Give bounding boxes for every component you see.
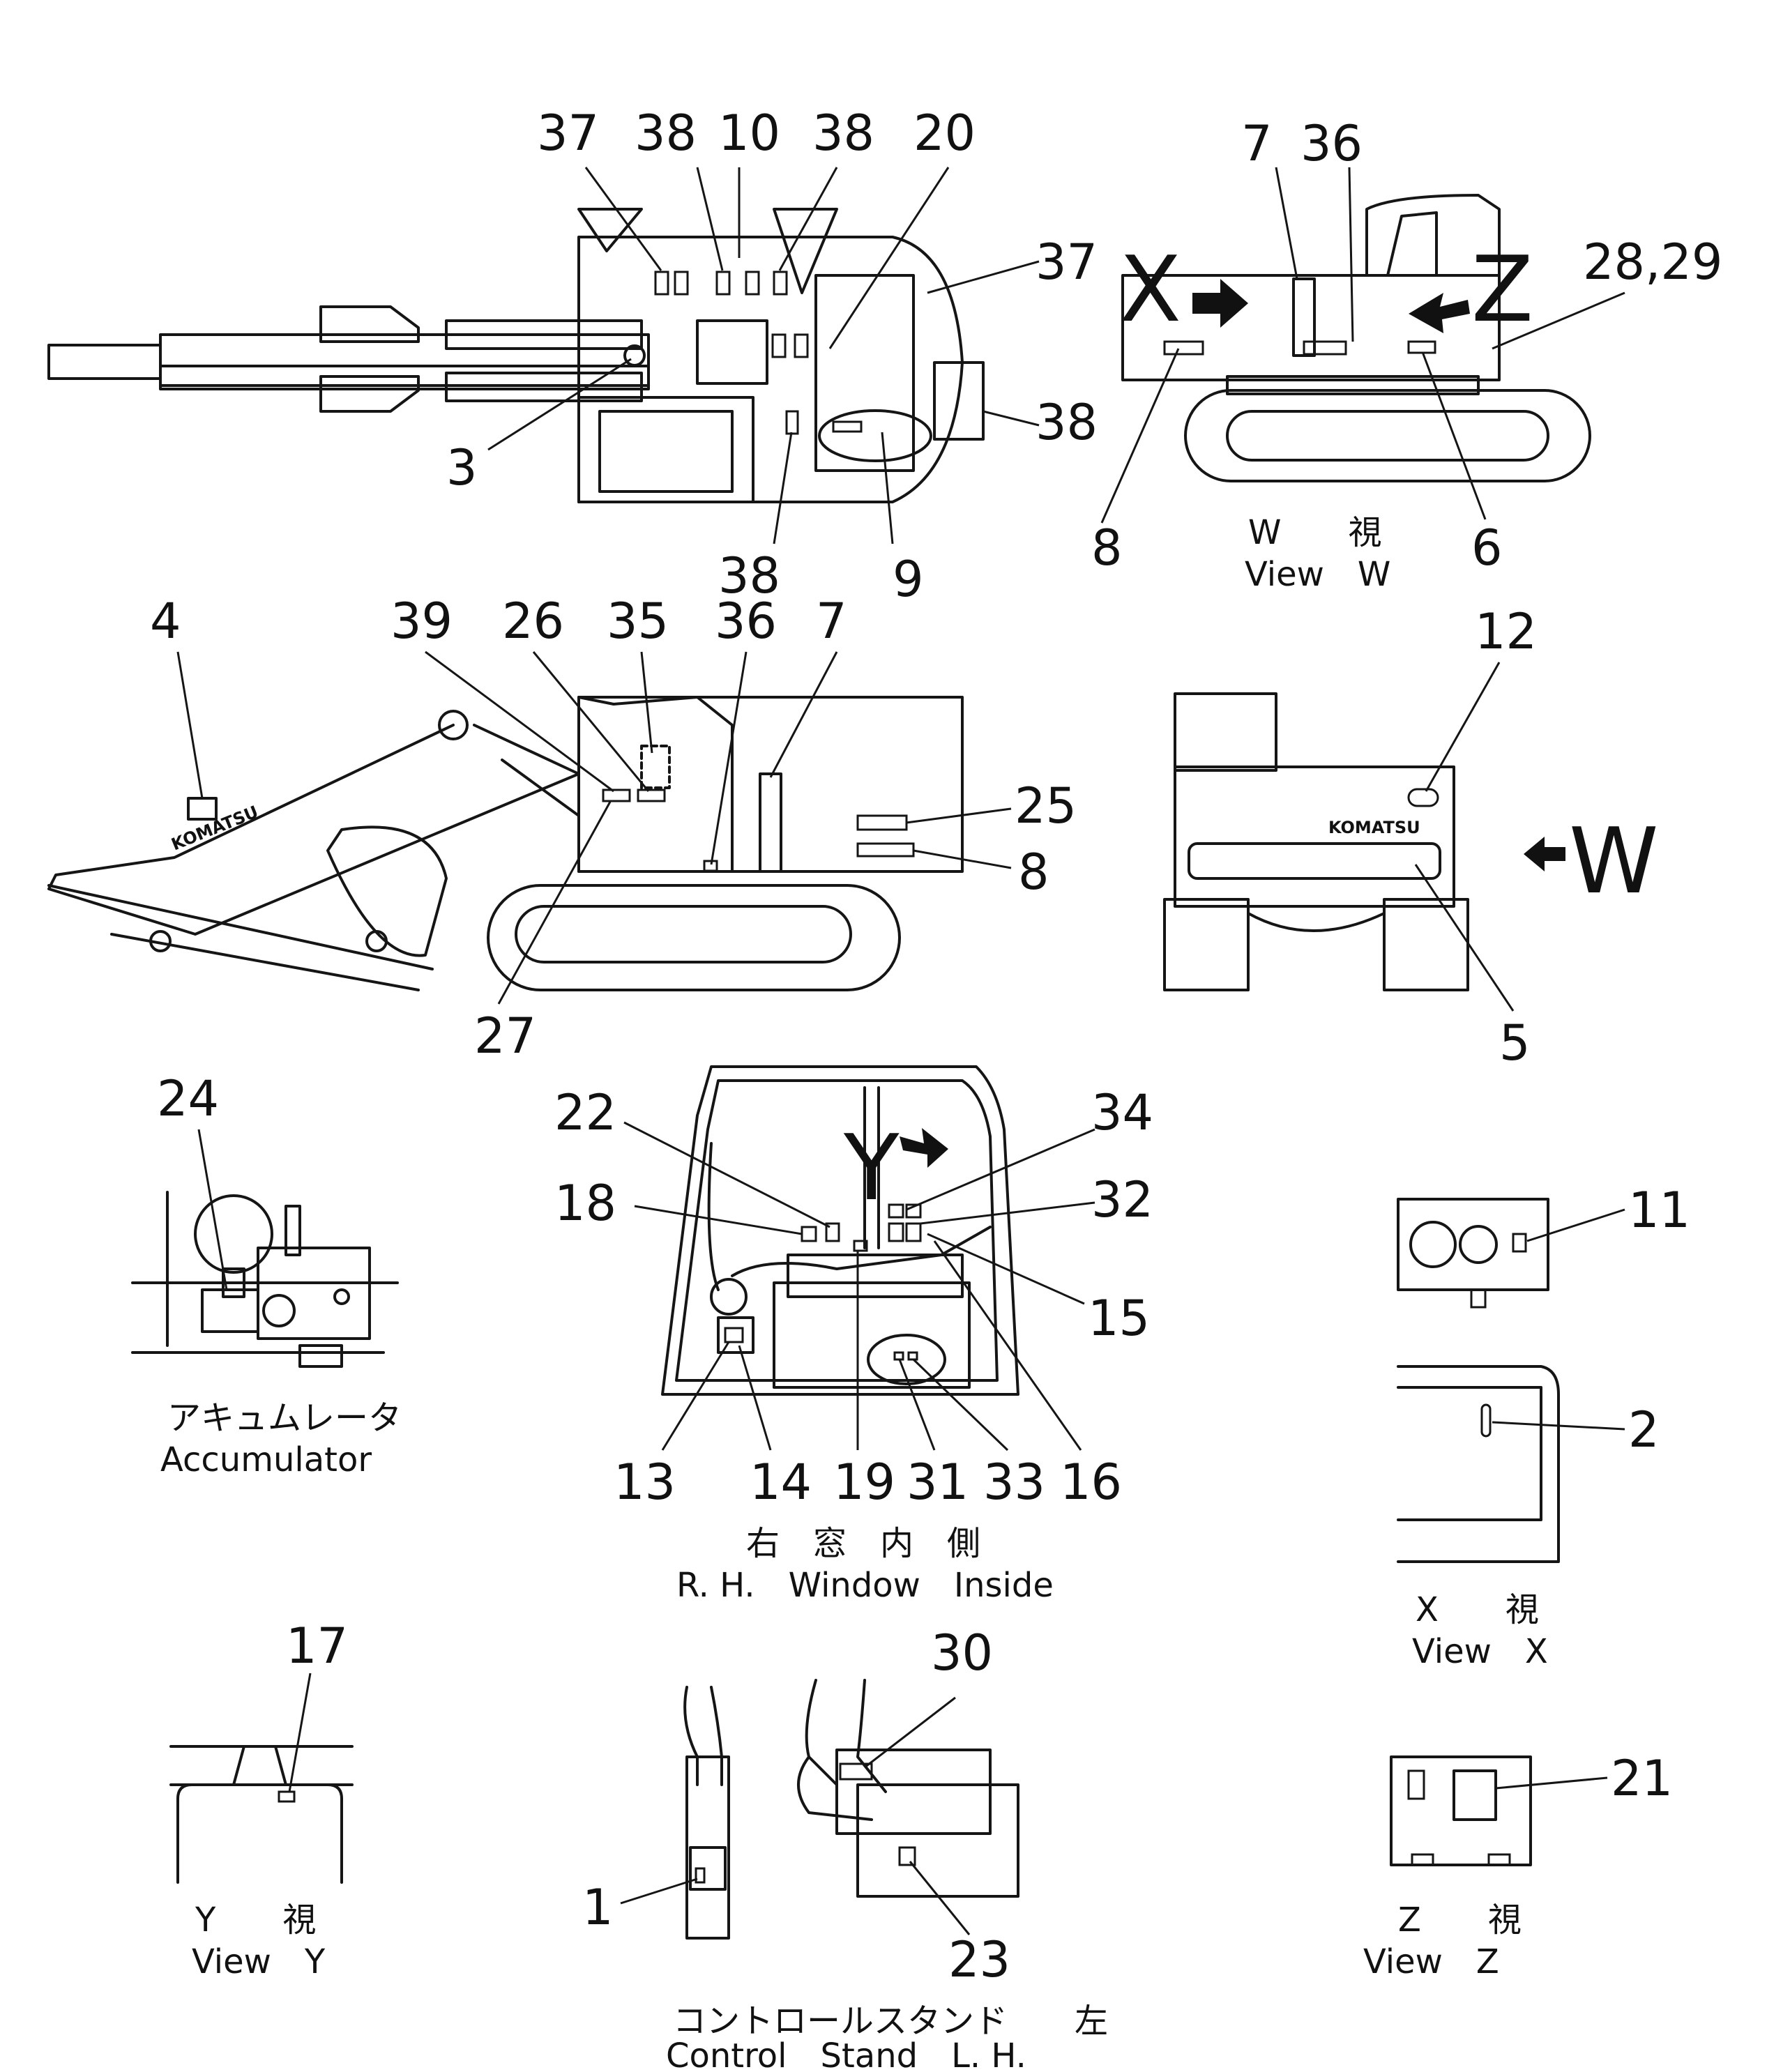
- callout-14: 14: [750, 1454, 812, 1511]
- top-view-leaders: [487, 167, 1040, 544]
- arrow-letter-x: X: [1119, 236, 1181, 342]
- rear-brand-label: KOMATSU: [1328, 818, 1420, 837]
- accumulator-caption-en: Accumulator: [160, 1440, 372, 1479]
- window-callouts: 22 34 18 32 15 13 14 19 31 33 16 右 窓 内 側…: [554, 1084, 1153, 1605]
- callout-8: 8: [1018, 844, 1049, 901]
- callout-7: 7: [816, 593, 847, 650]
- window-drawing: Y: [661, 1065, 1019, 1396]
- callout-15: 15: [1088, 1290, 1150, 1347]
- side-view-drawing: KOMATSU: [47, 696, 964, 991]
- view-w-callouts: 7 36 28,29 8 6 W 視 View W: [1091, 115, 1722, 594]
- callout-34: 34: [1091, 1084, 1153, 1141]
- callout-21: 21: [1611, 1750, 1673, 1807]
- window-caption-en: R. H. Window Inside: [676, 1566, 1054, 1605]
- callout-39: 39: [390, 593, 453, 650]
- view-y-caption-en: View Y: [192, 1942, 326, 1981]
- callout-1: 1: [582, 1879, 614, 1936]
- arrow-letter-y: Y: [843, 1115, 900, 1221]
- view-z-leader: [1495, 1776, 1608, 1790]
- control-stand-leaders: [620, 1696, 971, 1935]
- callout-38: 38: [718, 547, 780, 604]
- callout-19: 19: [833, 1454, 895, 1511]
- accumulator-drawing: [131, 1191, 399, 1368]
- top-view-drawing: [47, 208, 985, 503]
- view-y-leader: [288, 1673, 312, 1792]
- accumulator-leader: [197, 1129, 228, 1290]
- callout-31: 31: [907, 1454, 969, 1511]
- callout-35: 35: [607, 593, 669, 650]
- view-z-caption-en: View Z: [1363, 1942, 1499, 1981]
- view-w-caption-en: View W: [1245, 555, 1390, 594]
- callout-2: 2: [1628, 1401, 1660, 1458]
- view-w-drawing: [1121, 194, 1591, 482]
- view-y-drawing: [169, 1745, 354, 1884]
- view-z-caption-jp: Z 視: [1398, 1900, 1522, 1940]
- view-y-caption-jp: Y 視: [195, 1900, 316, 1940]
- callout-20: 20: [913, 105, 976, 162]
- callout-4: 4: [150, 593, 181, 650]
- callout-33: 33: [983, 1454, 1045, 1511]
- callout-10: 10: [718, 105, 780, 162]
- callout-26: 26: [502, 593, 564, 650]
- callout-13: 13: [614, 1454, 676, 1511]
- view-w-arrows: X Z: [1119, 236, 1533, 342]
- arrow-letter-w: W: [1569, 808, 1659, 914]
- window-caption-jp: 右 窓 内 側: [746, 1524, 980, 1563]
- callout-32: 32: [1091, 1171, 1153, 1228]
- rear-view-callouts: 12 5: [1475, 603, 1537, 1072]
- callout-23: 23: [948, 1931, 1010, 1988]
- callout-36: 36: [715, 593, 777, 650]
- callout-38: 38: [812, 105, 874, 162]
- callout-12: 12: [1475, 603, 1537, 660]
- accumulator-caption-jp: アキュムレータ: [167, 1399, 402, 1438]
- control-stand-drawing: [683, 1679, 1019, 1940]
- side-view-leaders: [176, 650, 1012, 1005]
- callout-36: 36: [1300, 115, 1363, 172]
- view-x-drawing: [1397, 1198, 1560, 1563]
- rear-view-drawing: KOMATSU W: [1163, 692, 1659, 991]
- control-stand-caption-jp: コントロールスタンド 左: [673, 2002, 1108, 2041]
- callout-18: 18: [554, 1175, 616, 1232]
- callout-38: 38: [635, 105, 697, 162]
- callout-38: 38: [1036, 394, 1098, 451]
- callout-28-29: 28,29: [1583, 234, 1722, 291]
- control-stand-caption-en: Control Stand L. H.: [666, 2036, 1026, 2072]
- callout-9: 9: [893, 551, 924, 608]
- view-w-leaders: [1100, 167, 1625, 524]
- callout-30: 30: [931, 1624, 993, 1682]
- callout-3: 3: [446, 439, 478, 496]
- view-x-caption-en: View X: [1412, 1632, 1548, 1671]
- rear-view-leaders: [1414, 662, 1515, 1012]
- window-leaders: [623, 1121, 1095, 1452]
- callout-11: 11: [1628, 1182, 1690, 1239]
- top-view-callouts: 37 38 10 38 20 37 38 3 38 9: [446, 105, 1098, 608]
- callout-25: 25: [1015, 777, 1077, 835]
- callout-22: 22: [554, 1084, 616, 1141]
- callout-17: 17: [286, 1617, 348, 1675]
- callout-16: 16: [1060, 1454, 1122, 1511]
- arrow-letter-z: Z: [1471, 236, 1533, 342]
- control-stand-callouts: 30 1 23 コントロールスタンド 左 Control Stand L. H.: [582, 1624, 1108, 2072]
- side-view-callouts: 4 39 26 35 36 7 25 8 27: [150, 593, 1077, 1065]
- view-x-callouts: 11 2 X 視 View X: [1412, 1182, 1690, 1671]
- callout-27: 27: [474, 1007, 536, 1065]
- view-z-drawing: [1390, 1755, 1532, 1866]
- callout-37: 37: [537, 105, 599, 162]
- view-x-caption-jp: X 視: [1416, 1590, 1539, 1629]
- view-x-leaders: [1492, 1208, 1625, 1431]
- callout-5: 5: [1499, 1014, 1531, 1072]
- callout-7: 7: [1241, 115, 1273, 172]
- callout-8: 8: [1091, 519, 1123, 577]
- view-w-caption-jp: W 視: [1248, 513, 1381, 552]
- callout-6: 6: [1471, 519, 1503, 577]
- callout-37: 37: [1036, 234, 1098, 291]
- callout-24: 24: [157, 1070, 219, 1127]
